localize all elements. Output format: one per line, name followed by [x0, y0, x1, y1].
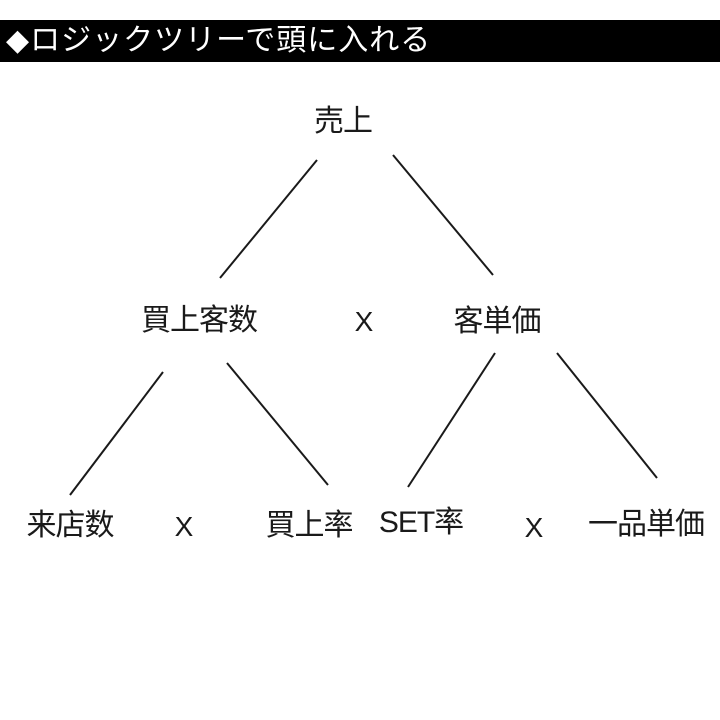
connector-line-buyers-left	[69, 371, 164, 496]
multiply-operator-level2: X	[354, 306, 374, 337]
header-title: ◆ロジックツリーで頭に入れる	[6, 24, 432, 57]
node-sales: 売上	[314, 105, 373, 138]
connector-line-unitprice-left	[407, 352, 496, 488]
node-purchase-customers: 買上客数	[141, 304, 258, 337]
connector-line-buyers-right	[226, 362, 329, 486]
multiply-operator-level3-left: X	[174, 511, 194, 542]
node-purchase-rate: 買上率	[265, 509, 354, 542]
node-item-unit-price: 一品単価	[588, 508, 705, 541]
header-bar: ◆ロジックツリーで頭に入れる	[0, 20, 720, 62]
node-set-rate: SET率	[378, 506, 464, 539]
node-store-visits: 来店数	[26, 509, 115, 542]
connector-line-unitprice-right	[556, 352, 658, 479]
connector-line-root-left	[219, 159, 318, 279]
connector-line-root-right	[392, 154, 494, 276]
node-customer-unit-price: 客単価	[453, 305, 542, 338]
multiply-operator-level3-right: X	[524, 512, 544, 543]
